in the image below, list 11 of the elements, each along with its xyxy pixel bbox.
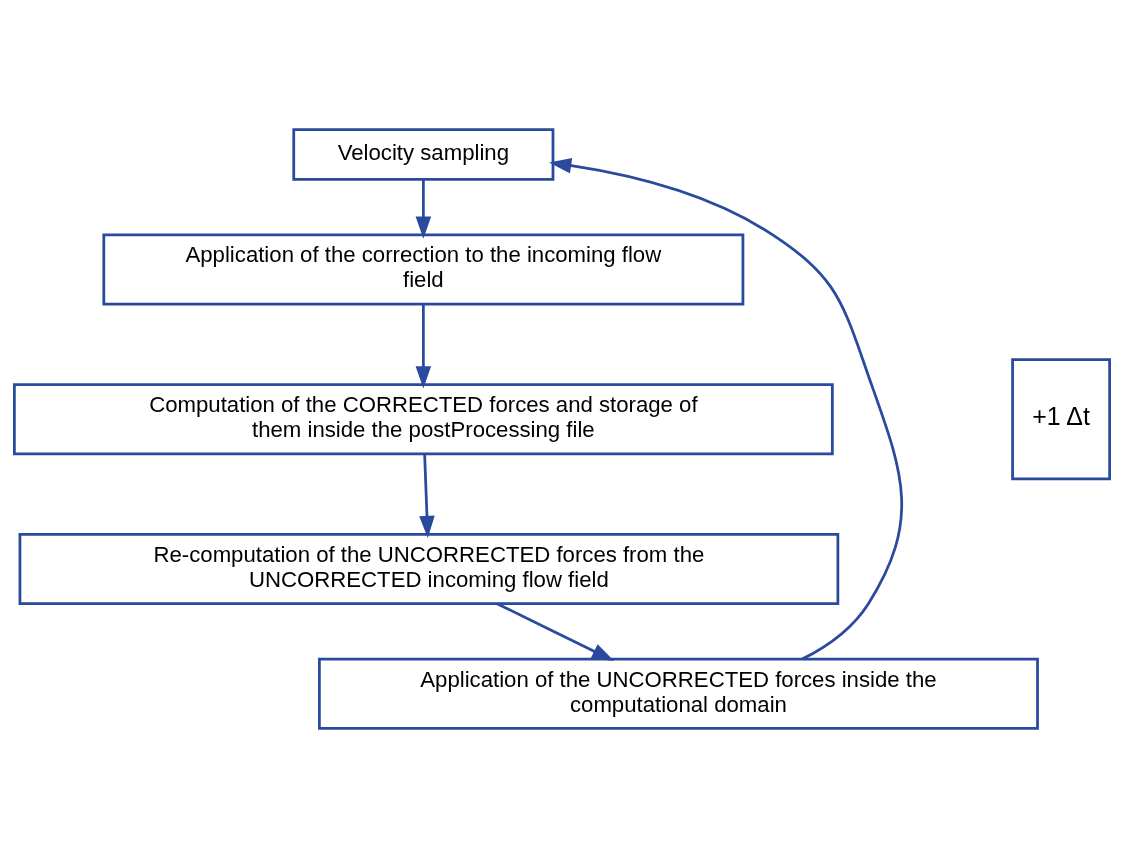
- arrow: [415, 179, 432, 239]
- node-box: Application of the correction to the incoming flow field: [102, 233, 745, 306]
- arrow: [496, 602, 615, 661]
- node-box: Application of the UNCORRECTED forces inside the computational domain: [318, 657, 1039, 730]
- node-box: +1 Δt: [1011, 357, 1111, 480]
- arrow: [549, 157, 903, 660]
- node-box: Velocity sampling: [292, 127, 555, 181]
- arrow: [419, 453, 435, 538]
- node-box: Computation of the CORRECTED forces and storage of them inside the postProcessing file: [13, 382, 834, 455]
- arrow: [415, 303, 432, 388]
- node-box: Re-computation of the UNCORRECTED forces from the UNCORRECTED incoming flow field: [18, 532, 840, 605]
